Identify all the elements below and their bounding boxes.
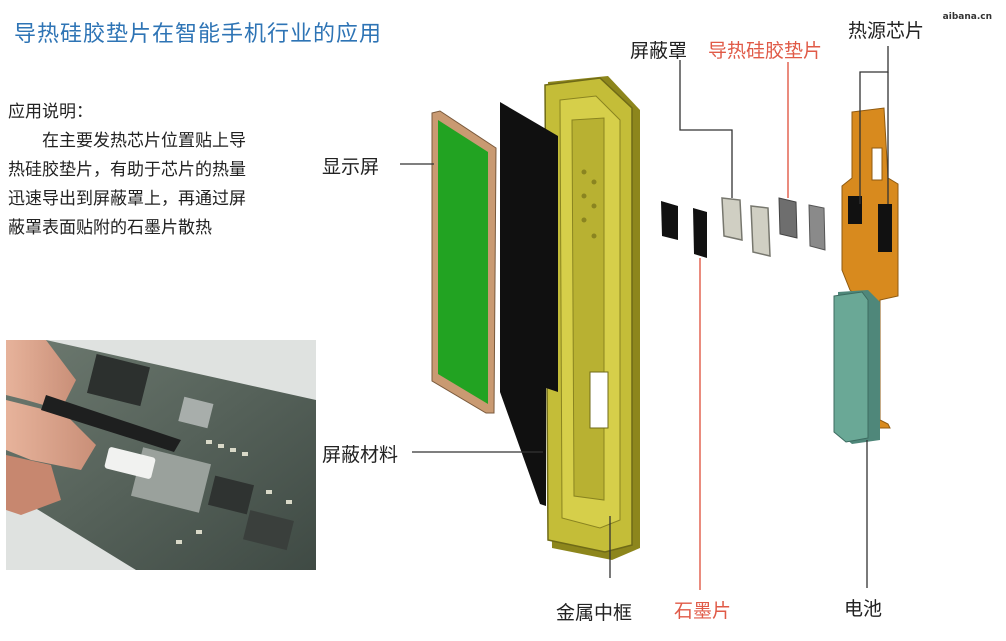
battery-part <box>833 290 880 444</box>
watermark: aibana.cn <box>942 12 992 22</box>
label-thermal-pad: 导热硅胶垫片 <box>708 40 823 62</box>
thermal-pad-2 <box>808 204 826 251</box>
label-shield-cover: 屏蔽罩 <box>630 40 688 62</box>
label-graphite: 石墨片 <box>674 600 732 622</box>
leader-heat-chip-a <box>859 46 889 204</box>
shield-material-part <box>500 102 558 506</box>
shield-cover-1 <box>721 197 743 241</box>
leader-shield-cover <box>679 60 733 198</box>
description-heading: 应用说明： <box>8 102 93 122</box>
shield-cover-2 <box>750 205 771 257</box>
slide-title: 导热硅胶垫片在智能手机行业的应用 <box>14 22 383 47</box>
metal-frame-part <box>544 76 640 560</box>
motherboard-photo <box>6 340 316 570</box>
thermal-pad-1 <box>778 197 798 239</box>
description-body: 在主要发热芯片位置贴上导热硅胶垫片，有助于芯片的热量迅速导出到屏蔽罩上，再通过屏… <box>8 131 246 238</box>
heat-chip-2 <box>878 204 892 252</box>
label-heat-chip: 热源芯片 <box>848 20 925 42</box>
display-part <box>431 110 497 414</box>
pcb-board-part <box>841 107 899 429</box>
heat-chip-1 <box>848 196 862 224</box>
graphite-sheet-1 <box>661 201 678 240</box>
label-shield-material: 屏蔽材料 <box>322 444 399 466</box>
label-display: 显示屏 <box>322 156 380 178</box>
label-battery: 电池 <box>844 598 883 620</box>
graphite-sheet-2 <box>693 208 707 258</box>
label-metal-frame: 金属中框 <box>556 602 633 624</box>
description-block: 应用说明： 在主要发热芯片位置贴上导热硅胶垫片，有助于芯片的热量迅速导出到屏蔽罩… <box>8 98 256 243</box>
